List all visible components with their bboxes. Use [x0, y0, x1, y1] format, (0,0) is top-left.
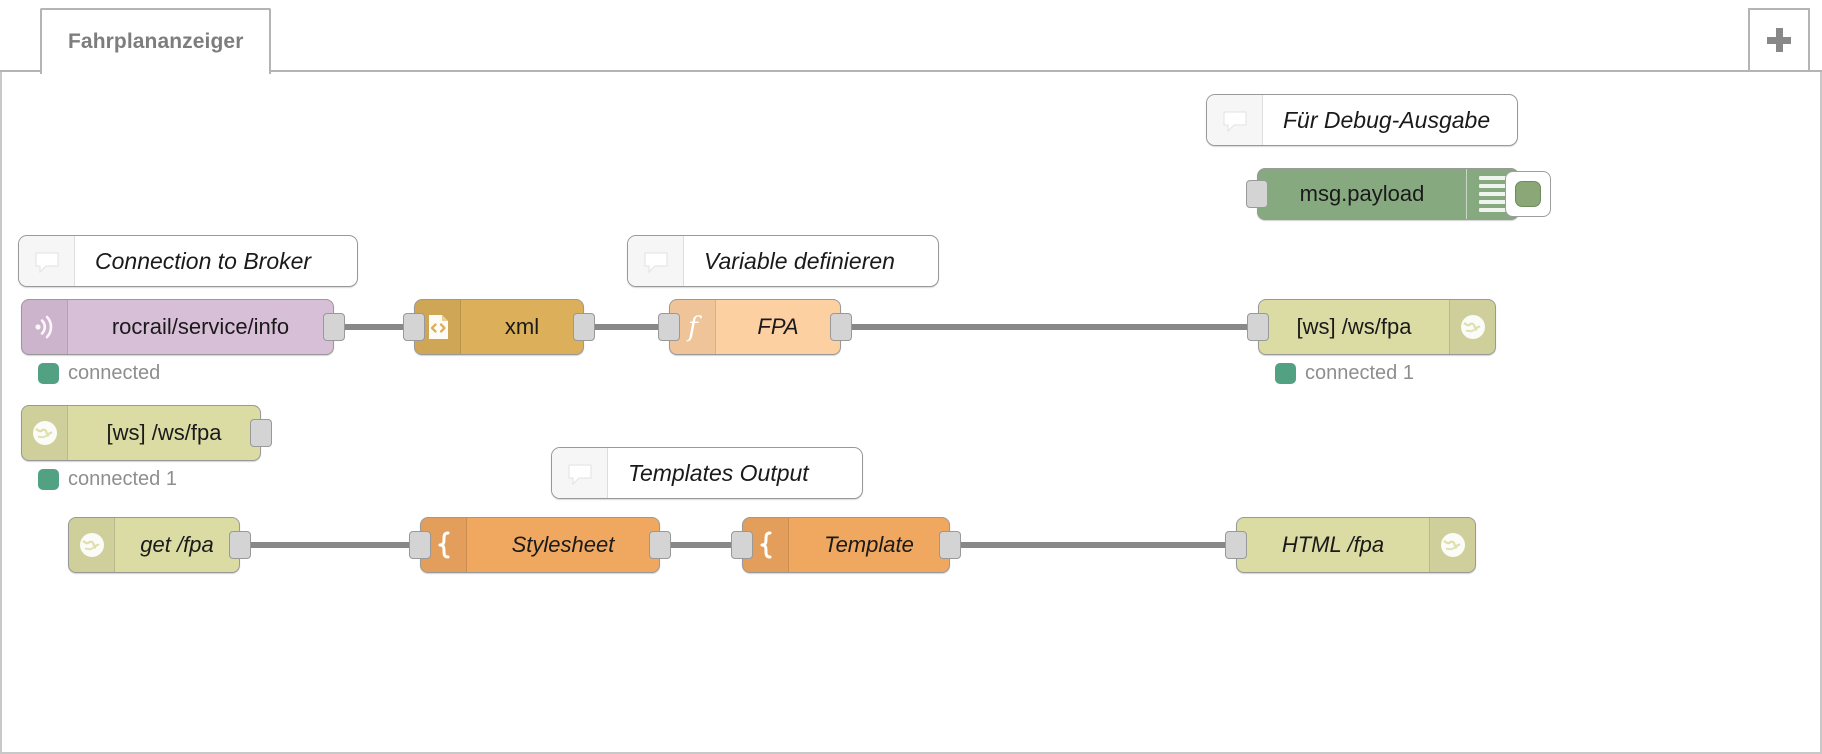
node-debug-payload-input-port[interactable] — [1246, 180, 1268, 208]
globe-icon — [1460, 315, 1485, 339]
brace-icon — [438, 531, 449, 559]
globe-icon — [1440, 533, 1465, 557]
comment-debug[interactable]: Für Debug-Ausgabe — [1206, 94, 1518, 146]
flow-tab-bar: Fahrplananzeiger — [0, 0, 1822, 74]
mqtt-signal-icon — [34, 315, 52, 339]
node-template-stylesheet-output-port[interactable] — [649, 531, 671, 559]
comment-icon-box — [628, 236, 684, 286]
node-ws-in[interactable]: [ws] /ws/fpa — [21, 405, 261, 461]
node-http-in[interactable]: get /fpa — [68, 517, 240, 573]
node-label: xml — [504, 314, 540, 339]
node-icon-box — [22, 300, 68, 354]
status-dot — [1275, 363, 1296, 384]
tab-label: Fahrplananzeiger — [68, 30, 244, 53]
comment-bubble-icon — [568, 464, 591, 486]
node-icon-box — [1429, 518, 1475, 572]
xml-file-icon — [428, 315, 448, 339]
node-icon-box — [1449, 300, 1495, 354]
comment-bubble-icon — [35, 252, 58, 274]
globe-icon — [79, 533, 104, 557]
node-debug-payload[interactable]: msg.payload — [1257, 168, 1519, 220]
node-label: Template — [824, 532, 914, 557]
node-icon-box: f — [670, 300, 716, 354]
status-dot — [38, 363, 59, 384]
comment-templates[interactable]: Templates Output — [551, 447, 863, 499]
debug-bars-icon — [1466, 169, 1518, 219]
node-mqtt-in-output-port[interactable] — [323, 313, 345, 341]
add-tab-button[interactable] — [1748, 8, 1810, 72]
comment-bubble-icon — [644, 252, 667, 274]
node-http-in-output-port[interactable] — [229, 531, 251, 559]
comment-broker[interactable]: Connection to Broker — [18, 235, 358, 287]
node-icon-box — [22, 406, 68, 460]
node-label: get /fpa — [140, 532, 214, 557]
node-xml[interactable]: xml — [414, 299, 584, 355]
function-f-icon: f — [686, 312, 702, 342]
node-ws-out-status: connected 1 — [1275, 362, 1414, 385]
node-ws-out[interactable]: [ws] /ws/fpa — [1258, 299, 1496, 355]
node-ws-out-input-port[interactable] — [1247, 313, 1269, 341]
debug-enable-button[interactable] — [1505, 171, 1551, 217]
node-icon-box — [69, 518, 115, 572]
comment-icon-box — [1207, 95, 1263, 145]
node-xml-input-port[interactable] — [403, 313, 425, 341]
node-label: [ws] /ws/fpa — [106, 420, 222, 445]
brace-icon — [760, 531, 771, 559]
node-mqtt-in-status: connected — [38, 362, 160, 385]
tab-fahrplananzeiger[interactable]: Fahrplananzeiger — [40, 8, 272, 74]
node-template-stylesheet-input-port[interactable] — [409, 531, 431, 559]
comment-label: Connection to Broker — [95, 247, 312, 274]
comment-label: Templates Output — [628, 459, 809, 486]
node-label: msg.payload — [1299, 181, 1425, 206]
node-template-stylesheet[interactable]: Stylesheet — [420, 517, 660, 573]
node-label: Stylesheet — [511, 532, 615, 557]
comment-label: Variable definieren — [704, 247, 895, 274]
status-dot — [38, 469, 59, 490]
globe-icon — [32, 421, 57, 445]
node-function-fpa-output-port[interactable] — [830, 313, 852, 341]
comment-icon-box — [19, 236, 75, 286]
status-text: connected 1 — [1305, 362, 1414, 384]
node-function-fpa-input-port[interactable] — [658, 313, 680, 341]
node-xml-output-port[interactable] — [573, 313, 595, 341]
status-text: connected — [68, 362, 161, 384]
node-mqtt-in[interactable]: rocrail/service/info — [21, 299, 334, 355]
node-template-template[interactable]: Template — [742, 517, 950, 573]
node-template-template-output-port[interactable] — [939, 531, 961, 559]
status-text: connected 1 — [68, 468, 177, 490]
node-http-response-input-port[interactable] — [1225, 531, 1247, 559]
node-label: [ws] /ws/fpa — [1296, 314, 1412, 339]
comment-bubble-icon — [1223, 111, 1246, 133]
node-ws-in-output-port[interactable] — [250, 419, 272, 447]
comment-label: Für Debug-Ausgabe — [1283, 106, 1491, 133]
node-label: HTML /fpa — [1281, 532, 1385, 557]
debug-toggle-indicator — [1515, 181, 1541, 207]
node-http-response[interactable]: HTML /fpa — [1236, 517, 1476, 573]
node-label: FPA — [757, 314, 799, 339]
comment-icon-box — [552, 448, 608, 498]
plus-icon — [1767, 28, 1791, 52]
node-function-fpa[interactable]: f FPA — [669, 299, 841, 355]
node-ws-in-status: connected 1 — [38, 468, 177, 491]
node-label: rocrail/service/info — [111, 314, 290, 339]
svg-text:f: f — [686, 312, 702, 342]
comment-variable[interactable]: Variable definieren — [627, 235, 939, 287]
node-template-template-input-port[interactable] — [731, 531, 753, 559]
